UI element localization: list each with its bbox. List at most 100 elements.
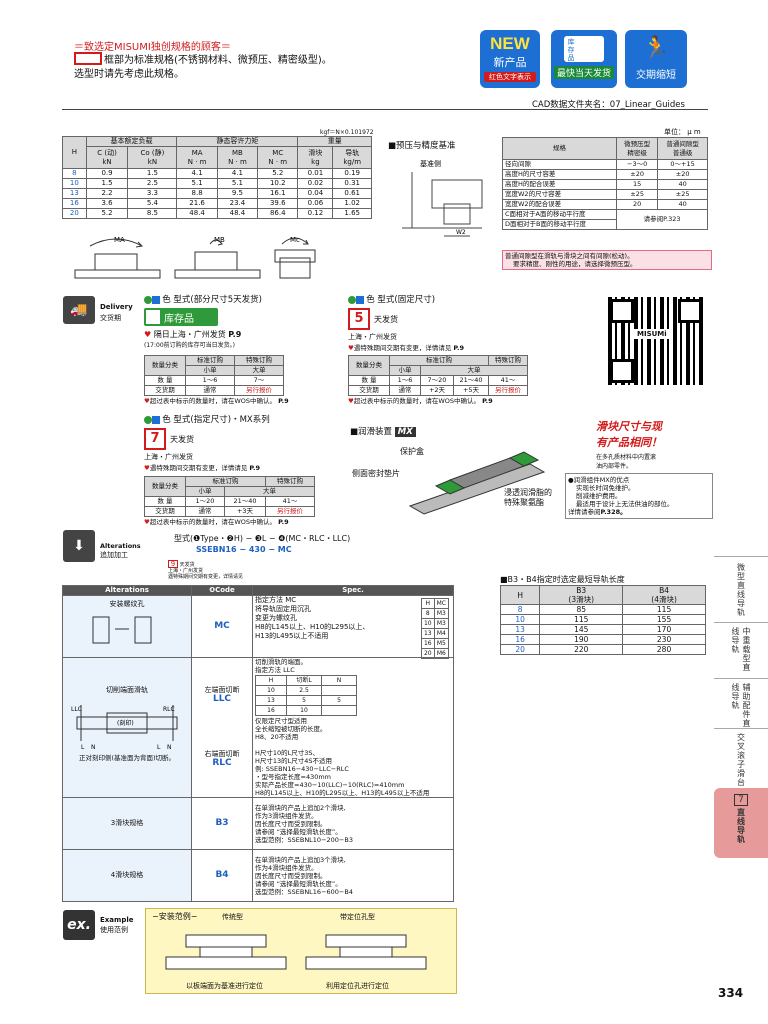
block3-note-ref[interactable]: P.9 [278,518,289,526]
alt-cut-spec-line: H8的L145以上、H10的L295以上、H13的L495以上不适用 [255,789,430,797]
prec-row: 宽度W2的尺寸容差±25±25 [501,189,708,200]
moment-label-a: MA [114,236,125,244]
badge-new: NEW 新产品 红色文字表示 [480,30,540,88]
alt-b3-spec: 在单滑块的产品上追加2个滑块, 作为3滑块组件发货。 因长度尺寸而受到限制。 请… [252,797,454,850]
load-col: Co (静) kN [127,146,178,169]
side-tab-accessory[interactable]: 辅助配件直线导轨 [714,678,768,729]
b2-s2: 大单 [420,365,528,376]
moment-diagram-svg: MA MB Mc [74,236,316,279]
qr-corner-icon [678,299,702,323]
load-cell: 0.61 [332,188,372,199]
side-tab-label: 中重载型直线导轨 [731,627,751,672]
qr-corner-icon [610,299,634,323]
badge-new-sub: 新产品 [493,56,527,69]
b3b4-cell: 115 [622,604,706,615]
alterations-example: SSEBN16 − 430 − MC [196,545,292,554]
load-col: MA N · m [176,146,218,169]
block2-title: 色 型式(固定尺寸) [366,295,436,305]
promo-line1: 滑块尺寸与现 [596,420,662,433]
green-dot-icon [144,416,152,424]
block2-ref[interactable]: P.9 [453,344,464,352]
b3-h2: 特殊订购 [265,476,315,487]
qr-code[interactable]: MISUMi [608,297,704,385]
unit-note-right: 单位： μ m [664,128,701,136]
load-cell: 0.12 [297,208,334,219]
cut-n-label: N [91,744,96,751]
example-right-title: 带定位孔型 [340,913,375,921]
mc-sub: M4 [433,628,450,639]
cut-sub: H [255,675,287,686]
load-cell: 8.8 [176,188,218,199]
side-tab-num: 7 [734,794,748,806]
cut-sub: 5 [286,695,322,706]
load-cell-h: 10 [62,178,87,189]
prec-head: 微预压型 精密级 [616,137,659,160]
lube-title: ■润滑装置 MX [350,425,416,437]
block3-ref[interactable]: P.9 [249,464,260,472]
b3-r1c3: 另行报价 [265,506,315,517]
badge-stock-sub: 最快当天发货 [554,66,614,79]
side-tab-micro[interactable]: 微型直线导轨 [714,556,768,623]
b3b4-cell: 280 [622,644,706,655]
b1-r1c1: 通常 [185,385,235,396]
load-cell: 23.4 [216,198,259,209]
side-tab-label: 辅助配件直线导轨 [731,683,751,728]
alt-b4-spec-line: 因长度尺寸而受到限制。 [255,871,327,880]
mini-sub1: 上海・广州发货 [168,568,204,574]
b1-s2: 大单 [234,365,284,376]
alt-b3-spec-line: 作为3滑块组件发货。 [255,811,318,820]
qr-brand: MISUMi [634,329,670,339]
b3-s2: 大单 [224,486,315,497]
side-tab-linear-active[interactable]: 7 直线导轨 [714,788,768,858]
block1-line1-text: 隔日上海・广州发货 [153,330,226,339]
b3b4-cell: 230 [622,634,706,645]
lube-label-cover: 保护盒 [400,447,424,456]
side-tab-heavy[interactable]: 中重载型直线导轨 [714,622,768,679]
lube-benefit-ref[interactable]: P.328。 [600,508,627,516]
badge-fast-label: 交期缩短 [636,70,676,81]
load-col: MB N · m [216,146,259,169]
b2-r1c4: 另行报价 [488,385,528,396]
example-panel: −安装范例− 传统型 带定位孔型 以板端面为基准进行定位 利用定位孔进行定位 [145,908,457,994]
block1-note-ref[interactable]: P.9 [278,397,289,405]
alt-b4-name: 4滑块规格 [62,849,192,902]
prec-cell: 宽度W2的尺寸容差 [501,189,618,200]
prec-cell: 径向间隙 [501,159,618,170]
example-title: −安装范例− [152,912,198,921]
mini-badge: 9 [168,560,178,568]
load-cell: 0.04 [297,188,334,199]
b3b4-cell: 10 [499,614,541,625]
load-cell-h: 20 [62,208,87,219]
alt-b3-code: B3 [191,797,253,850]
alt-row-cut-name: 切削端面滑轨 LLC RLC (刻印) L N L N 正对刻印侧(基准面为背面… [62,657,192,798]
b3-s1: 小单 [185,486,225,497]
block2-note-ref[interactable]: P.9 [482,397,493,405]
load-cell-h: 8 [62,168,87,179]
block1-ref1[interactable]: P.9 [228,330,242,339]
alt-b3-spec-line: 请参阅 “选择最短滑轨长度”。 [255,827,342,836]
cut-sub [321,705,357,716]
prec-cell-ref[interactable]: 请参阅P.323 [616,209,708,230]
block3-badge-num: 7 [144,428,166,450]
side-tab-cross[interactable]: 交叉滚子滑台 [714,728,768,787]
example-label-en: Example [100,916,134,924]
block1-line1: ♥ 隔日上海・广州发货 P.9 [144,330,242,339]
mc-sub: 8 [420,608,435,619]
b1-h0: 数量分类 [144,355,186,376]
b2-r1c2: +2天 [420,385,454,396]
alt-cut-spec-line: H尺寸13的L尺寸4S不适用 [255,757,333,765]
alt-b3-spec-line: 在单滑块的产品上追加2个滑块, [255,803,346,812]
block3-note: ♥超过表中标示的数量时，请在WOS中确认。 P.9 [144,518,289,526]
b3-r1c1: 通常 [185,506,225,517]
b2-r1c1: 通常 [389,385,421,396]
runner-icon: 🏃 [642,36,670,61]
b3b4-cell: 13 [499,624,541,635]
alt-rlc-label: 右端面切断 [204,750,240,758]
cut-mark-label: (刻印) [117,719,134,727]
load-cell: 10.2 [257,178,299,189]
